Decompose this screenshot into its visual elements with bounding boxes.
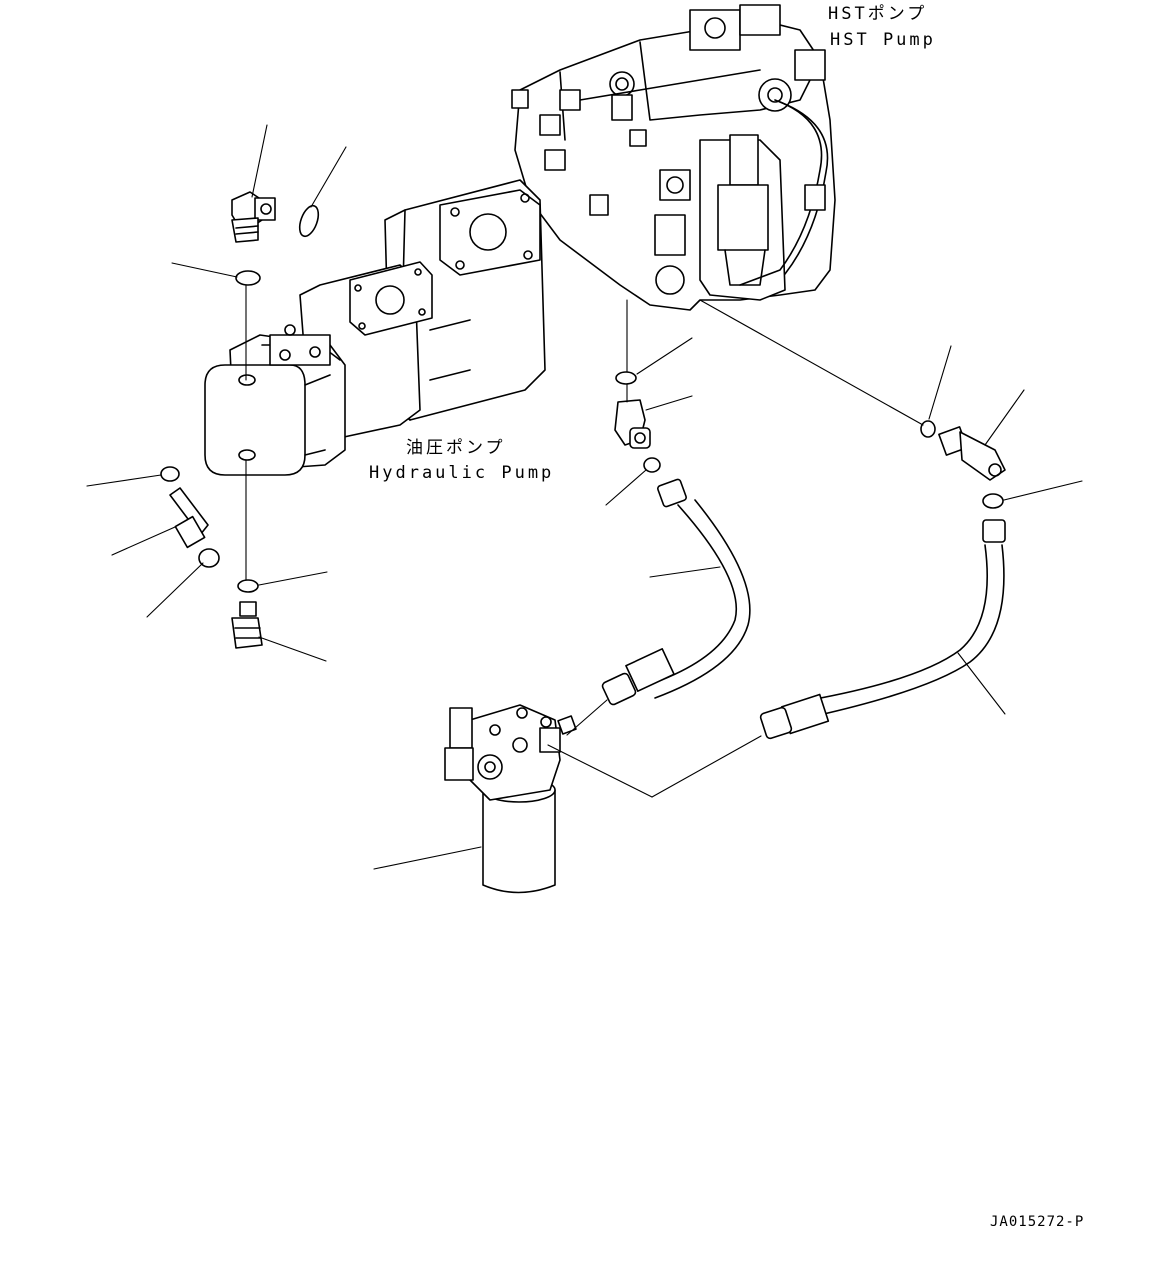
oil-filter bbox=[444, 704, 577, 894]
hose-right bbox=[759, 519, 1006, 740]
leader-lines bbox=[86, 124, 1083, 870]
hydraulic-pump-label-jp: 油圧ポンプ bbox=[406, 438, 506, 458]
o-ring bbox=[198, 548, 220, 568]
o-ring bbox=[643, 457, 661, 473]
o-ring bbox=[235, 270, 261, 286]
check-valve bbox=[169, 487, 209, 549]
o-ring bbox=[920, 420, 936, 438]
elbow-fitting-top bbox=[231, 191, 276, 243]
o-ring bbox=[160, 466, 180, 482]
o-ring bbox=[237, 579, 259, 593]
hst-pump-label-jp: HSTポンプ bbox=[828, 4, 928, 24]
o-ring bbox=[298, 204, 320, 238]
elbow-fitting-right bbox=[938, 426, 1006, 481]
o-ring bbox=[615, 371, 637, 385]
hose-left bbox=[601, 478, 751, 706]
adapter-fitting bbox=[231, 601, 263, 649]
hst-pump-label-en: HST Pump bbox=[830, 30, 936, 50]
elbow-fitting-centre bbox=[614, 399, 651, 449]
hst-pump bbox=[511, 4, 836, 311]
o-ring bbox=[982, 493, 1004, 509]
drawing-code: JA015272-P bbox=[990, 1214, 1085, 1230]
hydraulic-pump bbox=[204, 179, 546, 476]
hydraulic-pump-label-en: Hydraulic Pump bbox=[369, 463, 555, 483]
